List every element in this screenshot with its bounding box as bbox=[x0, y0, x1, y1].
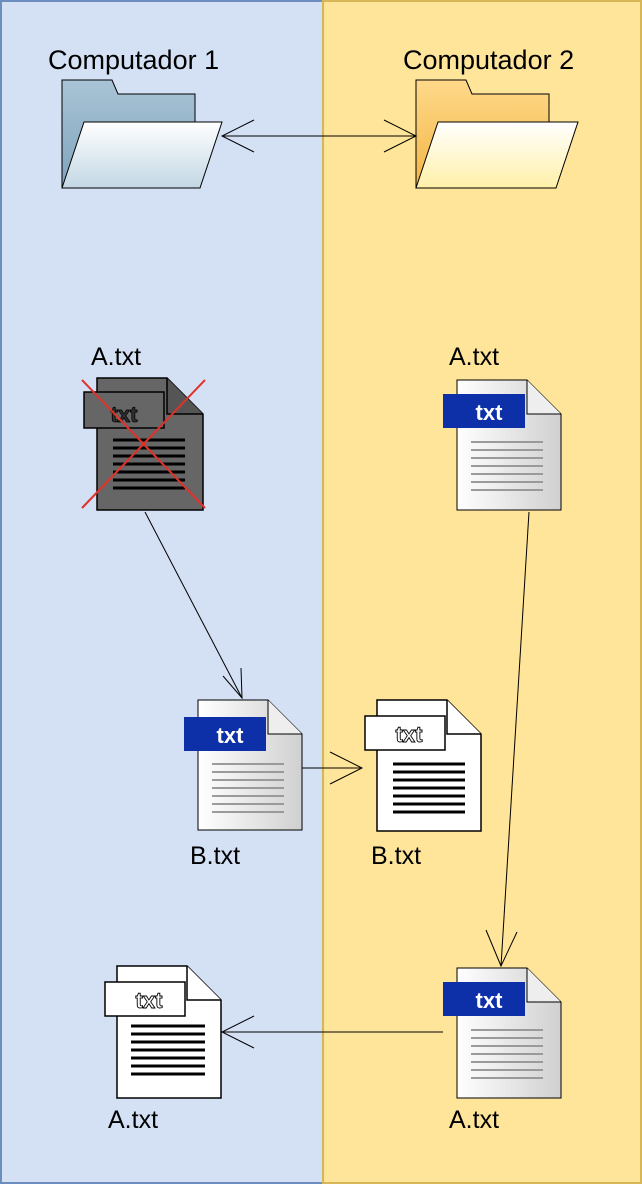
arrow-a-top-to-a-bottom bbox=[485, 511, 530, 968]
file-label: A.txt bbox=[91, 343, 142, 371]
file-badge-text: txt bbox=[136, 988, 164, 1013]
file-label: B.txt bbox=[371, 842, 422, 870]
file-icon-mono bbox=[104, 965, 222, 1099]
arrow-a-to-a-left bbox=[220, 1015, 443, 1049]
panel-title-computador-2: Computador 2 bbox=[403, 45, 575, 75]
sync-arrow bbox=[220, 119, 418, 153]
file-badge-text: txt bbox=[476, 400, 504, 425]
file-label: B.txt bbox=[190, 842, 241, 870]
arrow-b-to-b bbox=[302, 751, 364, 785]
file-label: A.txt bbox=[449, 1106, 500, 1134]
file-badge-text: txt bbox=[396, 722, 424, 747]
file-icon-blue bbox=[443, 379, 562, 511]
file-icon-blue bbox=[443, 967, 562, 1099]
file-icon-mono bbox=[364, 699, 482, 832]
folder-icon bbox=[61, 79, 223, 189]
panel-title-computador-1: Computador 1 bbox=[48, 45, 220, 75]
file-label: A.txt bbox=[108, 1106, 159, 1134]
file-label: A.txt bbox=[449, 343, 500, 371]
file-badge-text: txt bbox=[476, 988, 504, 1013]
arrow-deleted-to-b bbox=[144, 511, 243, 700]
file-badge-text: txt bbox=[217, 723, 245, 748]
file-icon-blue bbox=[184, 699, 303, 831]
red-x-icon bbox=[81, 379, 206, 509]
folder-icon bbox=[415, 79, 579, 189]
